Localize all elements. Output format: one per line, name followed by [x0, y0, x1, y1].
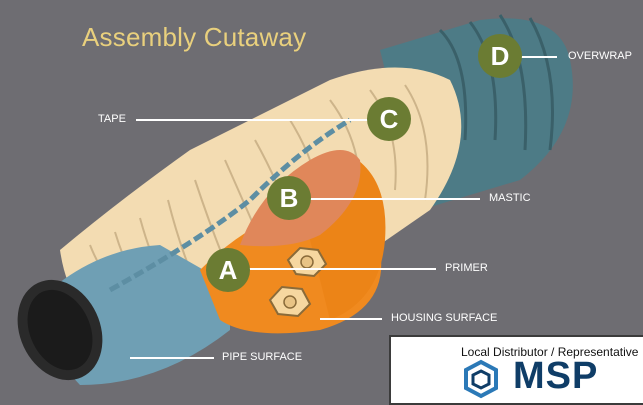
tape-label: TAPE: [98, 113, 126, 125]
housing-surface-leader-line: [320, 318, 382, 320]
tape-leader-line: [136, 119, 376, 121]
housing-surface-label: HOUSING SURFACE: [391, 312, 497, 324]
pipe-layer: [2, 245, 230, 393]
msp-brand-text: MSP: [513, 355, 598, 398]
diagram-canvas: Assembly Cutaway OVERWRAP TAPE MASTIC PR…: [0, 0, 643, 393]
primer-label: PRIMER: [445, 262, 488, 274]
diagram-title: Assembly Cutaway: [82, 22, 306, 53]
mastic-leader-line: [305, 198, 480, 200]
msp-logo-icon: [461, 359, 501, 399]
badge-c: C: [367, 97, 411, 141]
badge-b: B: [267, 176, 311, 220]
pipe-surface-label: PIPE SURFACE: [222, 351, 302, 363]
badge-d: D: [478, 34, 522, 78]
badge-a: A: [206, 248, 250, 292]
distributor-box: Local Distributor / Representative MSP: [389, 335, 643, 405]
overwrap-label: OVERWRAP: [568, 50, 632, 62]
pipe-surface-leader-line: [130, 357, 214, 359]
mastic-label: MASTIC: [489, 192, 531, 204]
primer-leader-line: [240, 268, 436, 270]
